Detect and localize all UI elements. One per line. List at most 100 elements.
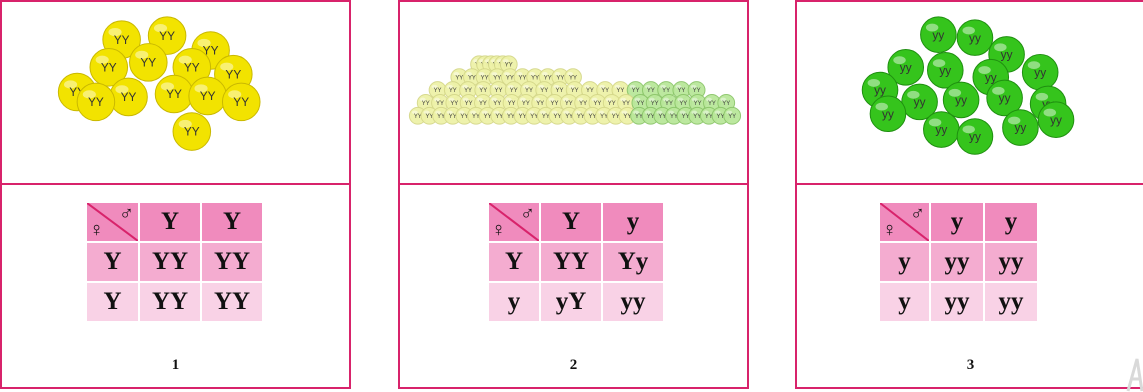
svg-text:YY: YY [694, 101, 702, 107]
svg-text:YY: YY [588, 114, 596, 120]
pea: yy [923, 111, 960, 148]
svg-text:YY: YY [682, 114, 690, 120]
svg-text:yy: yy [969, 130, 981, 144]
svg-text:YY: YY [101, 60, 117, 74]
panel-label: 3 [966, 357, 975, 373]
female-symbol: ♀ [882, 219, 897, 241]
svg-text:YY: YY [544, 75, 552, 81]
diagonal-divider [880, 203, 929, 241]
offspring-cell: yy [983, 241, 1039, 283]
male-gamete-1: Y [138, 201, 202, 243]
svg-text:YY: YY [425, 114, 433, 120]
pea: YY [221, 82, 261, 122]
svg-text:YY: YY [434, 88, 442, 94]
svg-text:YY: YY [495, 114, 503, 120]
punnett-square-2: ♀ ♂ Y y Y YY Yy y yY yy [487, 201, 665, 323]
pea: yy [869, 95, 907, 133]
svg-text:YY: YY [184, 60, 200, 74]
pea: yy [986, 79, 1023, 117]
punnett-square-3: ♀ ♂ y y y yy yy y yy yy [878, 201, 1039, 323]
panel-label: 2 [569, 357, 578, 373]
offspring-cell: yy [983, 281, 1039, 323]
parent-corner-cell: ♀ ♂ [85, 201, 140, 243]
pea: YY [596, 81, 615, 99]
svg-text:YY: YY [449, 114, 457, 120]
svg-text:YY: YY [679, 101, 687, 107]
svg-text:YY: YY [651, 101, 659, 107]
punnett-square-1: ♀ ♂ Y Y Y YY YY Y YY YY [85, 201, 264, 323]
pea: yy [887, 49, 925, 86]
pea: yy [1021, 53, 1059, 91]
pea: yy [942, 81, 980, 119]
svg-text:YY: YY [450, 101, 458, 107]
svg-text:YY: YY [203, 44, 219, 58]
svg-text:YY: YY [481, 75, 489, 81]
svg-text:yy: yy [985, 70, 997, 84]
pea: YY [188, 76, 227, 116]
diagonal-divider [489, 203, 539, 241]
svg-text:YY: YY [121, 90, 137, 104]
svg-text:YY: YY [114, 33, 130, 47]
pea: YY [147, 16, 187, 55]
pea: YY [109, 77, 148, 117]
svg-text:yy: yy [939, 63, 951, 77]
svg-text:YY: YY [708, 101, 716, 107]
svg-text:YY: YY [647, 114, 655, 120]
male-gamete-1: Y [539, 201, 603, 243]
svg-text:YY: YY [225, 67, 241, 81]
svg-text:yy: yy [882, 107, 894, 121]
male-symbol: ♂ [119, 203, 134, 225]
male-symbol: ♂ [520, 203, 535, 225]
pea: YY [89, 48, 129, 87]
svg-text:YY: YY [616, 88, 624, 94]
pea: YY [154, 74, 194, 114]
female-gamete-2: y [878, 281, 931, 323]
svg-text:YY: YY [577, 114, 585, 120]
svg-text:yy: yy [935, 123, 947, 137]
svg-text:YY: YY [635, 114, 643, 120]
svg-text:YY: YY [88, 95, 104, 109]
svg-text:YY: YY [233, 95, 249, 109]
svg-text:YY: YY [493, 75, 501, 81]
svg-text:YY: YY [540, 88, 548, 94]
svg-text:YY: YY [728, 114, 736, 120]
pea: YY [129, 43, 168, 82]
svg-text:yy: yy [900, 60, 912, 74]
offspring-cell: yy [929, 281, 985, 323]
svg-text:YY: YY [507, 114, 515, 120]
offspring-cell: YY [539, 241, 603, 283]
svg-text:YY: YY [600, 114, 608, 120]
svg-text:yy: yy [1050, 113, 1062, 127]
svg-text:YY: YY [565, 114, 573, 120]
svg-text:YY: YY [464, 88, 472, 94]
svg-text:YY: YY [437, 114, 445, 120]
svg-text:YY: YY [493, 101, 501, 107]
svg-text:YY: YY [522, 101, 530, 107]
svg-text:YY: YY [422, 101, 430, 107]
pea: YY [581, 81, 599, 99]
pea-illustration-area: yyyyyyyyyyyyyyyyyyyyyyyyyyyyyyyyyy [797, 2, 1143, 185]
female-gamete-2: Y [85, 281, 140, 323]
svg-text:YY: YY [140, 55, 156, 69]
svg-text:yy: yy [914, 95, 926, 109]
svg-text:YY: YY [586, 88, 594, 94]
svg-text:YY: YY [505, 62, 513, 68]
male-gamete-2: y [601, 201, 665, 243]
svg-text:YY: YY [593, 101, 601, 107]
svg-text:YY: YY [612, 114, 620, 120]
svg-text:YY: YY [662, 88, 670, 94]
svg-text:YY: YY [495, 88, 503, 94]
pea: YY [551, 68, 570, 87]
male-symbol: ♂ [910, 203, 925, 225]
female-gamete-1: Y [487, 241, 541, 283]
svg-text:YY: YY [554, 114, 562, 120]
svg-text:YY: YY [465, 101, 473, 107]
svg-text:YY: YY [665, 101, 673, 107]
watermark-mark [1126, 358, 1143, 392]
svg-text:YY: YY [705, 114, 713, 120]
offspring-cell: yY [539, 281, 603, 323]
